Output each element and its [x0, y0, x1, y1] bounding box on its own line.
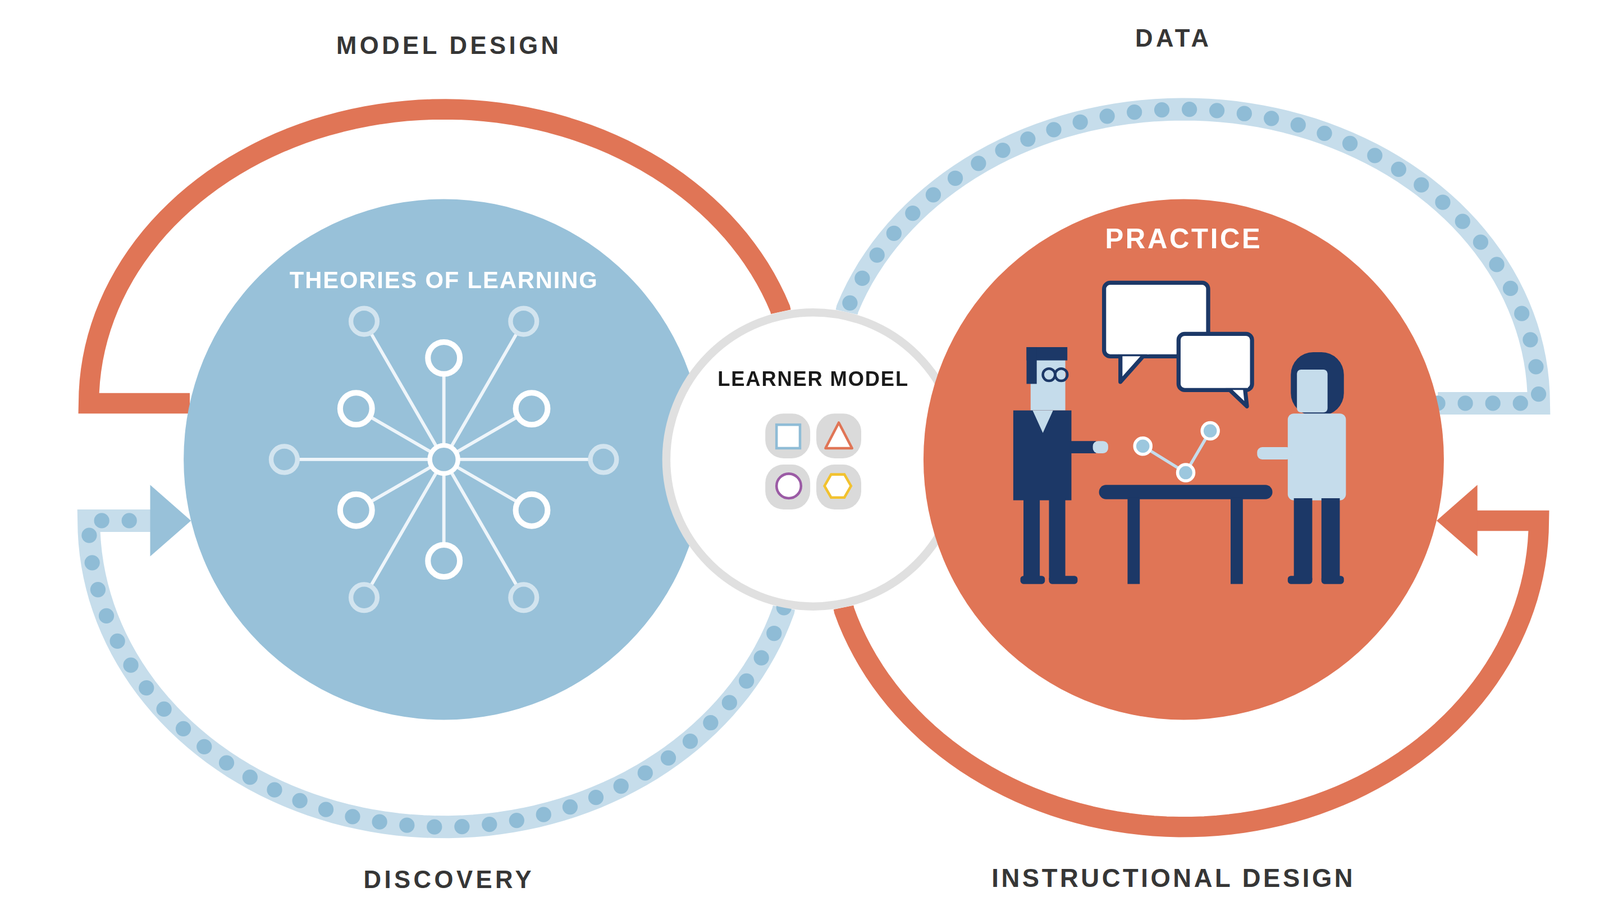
spoke	[355, 408, 444, 460]
man-leg	[1023, 497, 1040, 580]
square-symbol	[776, 424, 800, 448]
arrowhead	[1436, 484, 1478, 556]
ring	[515, 392, 548, 425]
man-arm	[1069, 440, 1096, 454]
inner-rings	[340, 341, 548, 577]
spoke	[444, 321, 524, 460]
hexagon-symbol	[824, 474, 852, 498]
ring	[340, 392, 373, 425]
circle-symbol	[776, 473, 802, 498]
network-icon	[271, 308, 617, 611]
clover-lobe	[816, 464, 862, 510]
node-title: THEORIES OF LEARNING	[289, 266, 599, 294]
bubble-tail	[1120, 354, 1146, 382]
spoke	[355, 459, 444, 510]
spoke	[444, 459, 524, 598]
table-leg	[1230, 496, 1243, 584]
molecule-bond	[1143, 430, 1211, 473]
speech-bubble	[1104, 282, 1209, 356]
man-shoe	[1020, 575, 1046, 584]
theory-circle: THEORIES OF LEARNING	[183, 198, 704, 720]
speech-bubble	[1178, 333, 1252, 390]
node-title: LEARNER MODEL	[717, 367, 909, 391]
ring	[510, 308, 537, 335]
man-leg	[1048, 497, 1065, 580]
spoke	[444, 459, 532, 510]
ring	[515, 494, 548, 527]
ring	[590, 446, 617, 473]
woman-hair	[1290, 352, 1344, 416]
molecule-atom	[1177, 464, 1195, 481]
triangle-symbol	[825, 422, 852, 448]
cycle-label: MODEL DESIGN	[330, 31, 568, 61]
ring	[340, 494, 373, 527]
table-leg	[1127, 496, 1140, 584]
molecule-atom	[1134, 437, 1151, 455]
man-glasses	[1054, 368, 1068, 381]
cycle-label: INSTRUCTIONAL DESIGN	[985, 862, 1362, 894]
hub	[430, 445, 459, 474]
practice-illustration	[1013, 282, 1347, 584]
man-hair	[1026, 346, 1068, 361]
molecule-atom	[1201, 422, 1219, 439]
woman-arm	[1256, 446, 1292, 460]
ring	[350, 308, 378, 335]
learner-symbol	[765, 413, 862, 510]
practice-circle: PRACTICE	[923, 198, 1444, 720]
node-title: PRACTICE	[1104, 223, 1263, 255]
clover-lobe	[816, 413, 862, 459]
spoke	[364, 321, 445, 460]
man-hair	[1026, 346, 1037, 384]
woman-face	[1296, 369, 1328, 413]
spoke	[442, 459, 446, 561]
woman-leg	[1321, 497, 1341, 580]
outer-rings	[271, 308, 617, 611]
ring	[271, 446, 298, 473]
clover-lobe	[765, 413, 811, 459]
bubble-tail	[1227, 387, 1248, 407]
table-top	[1099, 484, 1273, 499]
ring	[427, 544, 460, 577]
clover-lobe	[765, 464, 811, 510]
man-head	[1030, 352, 1066, 411]
woman-leg	[1294, 497, 1313, 580]
ring	[350, 583, 378, 611]
man-suit	[1013, 410, 1072, 501]
learner-model-circle: LEARNER MODEL	[662, 308, 965, 611]
bubble-joint	[1118, 346, 1150, 355]
woman-shoe	[1321, 575, 1344, 584]
cycle-label: DISCOVERY	[357, 865, 541, 895]
man-shoe	[1048, 575, 1078, 584]
man-glasses	[1043, 368, 1056, 381]
woman-shoe	[1287, 575, 1313, 584]
man-collar	[1032, 410, 1053, 433]
man-hand	[1093, 440, 1109, 454]
arrowhead	[149, 484, 191, 556]
spoke	[444, 408, 532, 460]
spoke	[284, 457, 444, 461]
network-spokes	[284, 321, 604, 598]
woman-shirt	[1287, 413, 1347, 500]
bubble-joint	[1225, 381, 1248, 388]
spoke	[444, 457, 604, 461]
ring	[510, 583, 537, 611]
ring	[427, 341, 460, 374]
cycle-label: DATA	[1128, 24, 1218, 54]
spoke	[442, 357, 446, 460]
spoke	[364, 459, 445, 598]
